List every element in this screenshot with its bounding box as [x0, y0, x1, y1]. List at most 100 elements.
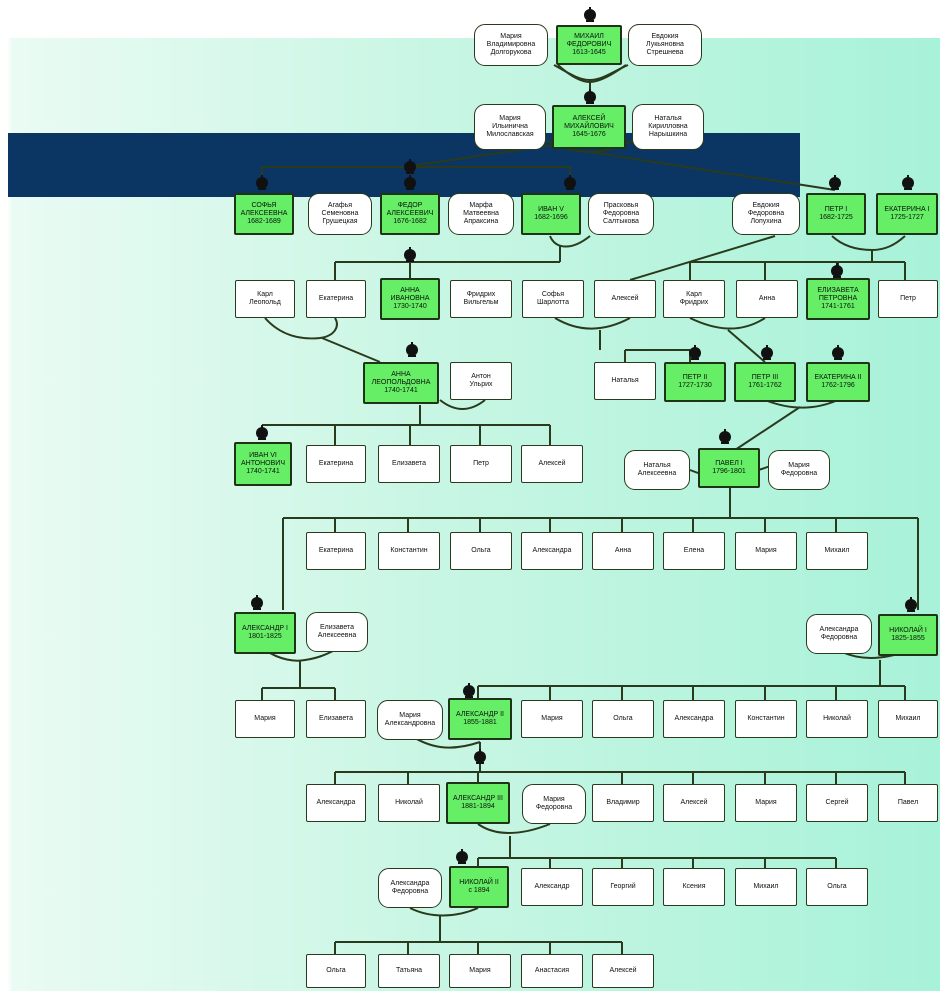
node-petr-i: ПЕТР I 1682-1725	[806, 193, 866, 235]
crown-icon	[404, 175, 416, 190]
node-petr-petrovich: Петр	[878, 280, 938, 318]
crown-icon	[584, 7, 596, 22]
node-aleksei-mihailovich: АЛЕКСЕЙ МИХАЙЛОВИЧ 1645-1676	[552, 105, 626, 149]
node-karl-leopold: Карл Леопольд	[235, 280, 295, 318]
node-anna-petrovna: Анна	[736, 280, 798, 318]
node-maria-nikolaevna-n2: Мария	[449, 954, 511, 988]
crown-icon	[719, 429, 731, 444]
node-mihail-nikolaevich: Михаил	[878, 700, 938, 738]
node-nikolai-i: НИКОЛАЙ I 1825-1855	[878, 614, 938, 656]
node-anton-ulrih: Антон Ульрих	[450, 362, 512, 400]
node-maria-dolgorukova: Мария Владимировна Долгорукова	[474, 24, 548, 66]
crown-icon	[456, 849, 468, 864]
crown-icon	[829, 175, 841, 190]
node-petr-iii: ПЕТР III 1761-1762	[734, 362, 796, 402]
node-fridrih-vilgelm: Фридрих Вильгельм	[450, 280, 512, 318]
node-elizaveta-antonovna: Елизавета	[378, 445, 440, 483]
node-ekaterina-pavlovna: Екатерина	[306, 532, 366, 570]
node-sofia-sharlotta: Софья Шарлотта	[522, 280, 584, 318]
node-pavel-i: ПАВЕЛ I 1796-1801	[698, 448, 760, 488]
node-aleksandr-aleksandrovich: Александр	[521, 868, 583, 906]
node-olga-nikolaevna: Ольга	[592, 700, 654, 738]
node-olga-pavlovna: Ольга	[450, 532, 512, 570]
node-konstantin-nikolaevich: Константин	[735, 700, 797, 738]
node-ivan-v: ИВАН V 1682-1696	[521, 193, 581, 235]
crown-icon	[404, 247, 416, 262]
node-ekaterina-i: ЕКАТЕРИНА I 1725-1727	[876, 193, 938, 235]
node-anna-leopoldovna: АННА ЛЕОПОЛЬДОВНА 1740-1741	[363, 362, 439, 404]
crown-icon	[831, 263, 843, 278]
node-anna-pavlovna: Анна	[592, 532, 654, 570]
node-praskovia-saltykova: Прасковья Федоровна Салтыкова	[588, 193, 654, 235]
node-agafia-grushetskaya: Агафья Семеновна Грушецкая	[308, 193, 372, 235]
node-elizaveta-alekseevna: Елизавета Алексеевна	[306, 612, 368, 652]
node-petr-antonovich: Петр	[450, 445, 512, 483]
node-anna-ivanovna: АННА ИВАНОВНА 1730-1740	[380, 278, 440, 320]
node-maria-fedorovna-a3: Мария Федоровна	[522, 784, 586, 824]
node-tatiana-nikolaevna: Татьяна	[378, 954, 440, 988]
node-fedor-alekseevich: ФЕДОР АЛЕКСЕЕВИЧ 1676-1682	[380, 193, 440, 235]
node-sofia-alekseevna: СОФЬЯ АЛЕКСЕЕВНА 1682-1689	[234, 193, 294, 235]
node-elena-pavlovna: Елена	[663, 532, 725, 570]
node-ivan-vi: ИВАН VI АНТОНОВИЧ 1740-1741	[234, 442, 292, 486]
node-mihail-pavlovich: Михаил	[806, 532, 868, 570]
node-aleksei-aleksandrovich: Алексей	[663, 784, 725, 822]
node-elizaveta-petrovna: ЕЛИЗАВЕТА ПЕТРОВНА 1741-1761	[806, 278, 870, 320]
crown-icon	[404, 159, 416, 174]
crown-icon	[905, 597, 917, 612]
node-pavel-aleksandrovich: Павел	[878, 784, 938, 822]
node-vladimir-aleksandrovich: Владимир	[592, 784, 654, 822]
node-aleksandra-fedorovna-n1: Александра Федоровна	[806, 614, 872, 654]
node-aleksandr-i: АЛЕКСАНДР I 1801-1825	[234, 612, 296, 654]
node-aleksandra-aleksandrovna: Александра	[306, 784, 366, 822]
node-maria-nikolaevna: Мария	[521, 700, 583, 738]
node-aleksandra-nikolaevna: Александра	[663, 700, 725, 738]
node-nikolai-nikolaevich: Николай	[806, 700, 868, 738]
node-maria-aleksandrovna: Мария Александровна	[377, 700, 443, 740]
crown-icon	[256, 175, 268, 190]
node-maria-fedorovna-pavel: Мария Федоровна	[768, 450, 830, 490]
crown-icon	[256, 425, 268, 440]
node-aleksei-antonovich: Алексей	[521, 445, 583, 483]
node-maria-pavlovna: Мария	[735, 532, 797, 570]
crown-icon	[832, 345, 844, 360]
crown-icon	[761, 345, 773, 360]
node-georgii-aleksandrovich: Георгий	[592, 868, 654, 906]
node-aleksandra-fedorovna-n2: Александра Федоровна	[378, 868, 442, 908]
node-maria-aleksandrovna-a1: Мария	[235, 700, 295, 738]
node-natalia-alekseevna-jr: Наталья	[594, 362, 656, 400]
node-evdokia-lopuhina: Евдокия Федоровна Лопухина	[732, 193, 800, 235]
crown-icon	[902, 175, 914, 190]
node-anastasia-nikolaevna: Анастасия	[521, 954, 583, 988]
node-sergei-aleksandrovich: Сергей	[806, 784, 868, 822]
node-konstantin-pavlovich: Константин	[378, 532, 440, 570]
node-aleksandra-pavlovna: Александра	[521, 532, 583, 570]
node-nikolai-aleksandrovich: Николай	[378, 784, 440, 822]
node-aleksei-petrovich: Алексей	[594, 280, 656, 318]
crown-icon	[251, 595, 263, 610]
node-petr-ii: ПЕТР II 1727-1730	[664, 362, 726, 402]
crown-icon	[463, 683, 475, 698]
node-mihail-aleksandrovich: Михаил	[735, 868, 797, 906]
node-aleksei-nikolaevich: Алексей	[592, 954, 654, 988]
node-nikolai-ii: НИКОЛАЙ II с 1894	[449, 866, 509, 908]
node-aleksandr-iii: АЛЕКСАНДР III 1881-1894	[446, 782, 510, 824]
node-aleksandr-ii: АЛЕКСАНДР II 1855-1881	[448, 698, 512, 740]
node-karl-fridrih: Карл Фридрих	[663, 280, 725, 318]
crown-icon	[584, 89, 596, 104]
node-maria-miloslavskaya: Мария Ильинична Милославская	[474, 104, 546, 150]
node-ksenia-aleksandrovna: Ксения	[663, 868, 725, 906]
crown-icon	[564, 175, 576, 190]
node-evdokia-streshneva: Евдокия Лукьяновна Стрешнева	[628, 24, 702, 66]
node-ekaterina-ivanovna: Екатерина	[306, 280, 366, 318]
node-mihail-fedorovich: МИХАИЛ ФЕДОРОВИЧ 1613-1645	[556, 25, 622, 65]
node-olga-aleksandrovna: Ольга	[806, 868, 868, 906]
node-marfa-apraksina: Марфа Матвеевна Апраксина	[448, 193, 514, 235]
top-white-strip	[0, 0, 940, 38]
crown-icon	[689, 345, 701, 360]
node-ekaterina-antonovna: Екатерина	[306, 445, 366, 483]
node-natalia-alekseevna: Наталья Алексеевна	[624, 450, 690, 490]
node-ekaterina-ii: ЕКАТЕРИНА II 1762-1796	[806, 362, 870, 402]
